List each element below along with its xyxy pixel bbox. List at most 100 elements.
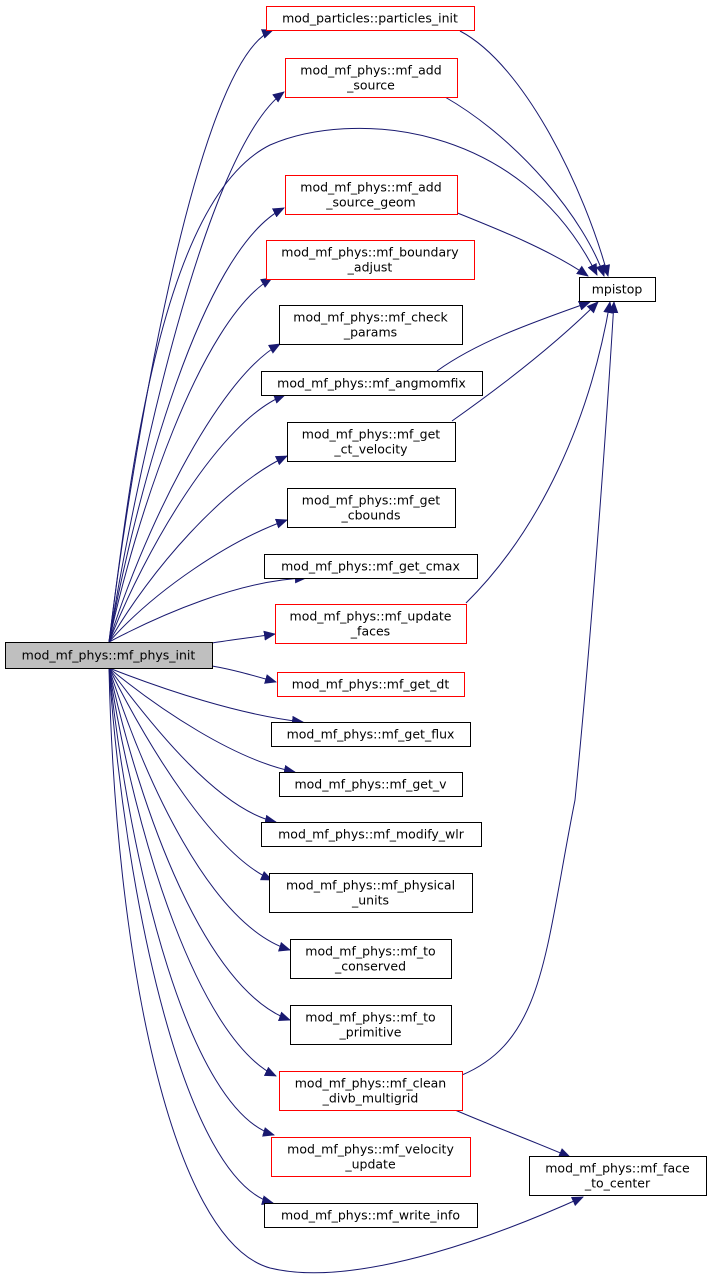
node-label: mod_mf_phys::mf_get_dt — [292, 677, 450, 692]
node-label: _source — [346, 78, 395, 93]
edge-root-to-mf_check_params — [108, 343, 281, 643]
node-label: mod_mf_phys::mf_clean — [295, 1076, 446, 1091]
edge-root-to-mf_face_to_center — [108, 667, 584, 1274]
node-label: mpistop — [592, 282, 643, 297]
node-label: _ct_velocity — [333, 442, 408, 457]
node-mf-to-primitive[interactable]: mod_mf_phys::mf_to_primitive — [290, 1005, 452, 1045]
edge-mf_angmomfix-to-mpistop — [436, 301, 591, 372]
node-box — [279, 772, 463, 797]
edge-mf_clean_divb_multigrid-to-mpistop — [461, 301, 619, 1076]
node-mf-get-cmax[interactable]: mod_mf_phys::mf_get_cmax — [264, 554, 478, 579]
node-mf-velocity-update[interactable]: mod_mf_phys::mf_velocity_update — [271, 1137, 471, 1177]
node-box — [285, 58, 458, 98]
node-mf-get-cbounds[interactable]: mod_mf_phys::mf_get_cbounds — [287, 488, 456, 528]
node-label: mod_mf_phys::mf_face — [545, 1161, 690, 1176]
node-label: mod_mf_phys::mf_boundary — [281, 245, 459, 260]
node-box — [290, 1005, 452, 1045]
node-label: _conserved — [334, 959, 406, 974]
node-root[interactable]: mod_mf_phys::mf_phys_init — [5, 642, 213, 669]
edge-root-to-mf_write_info — [108, 667, 274, 1206]
node-box — [290, 939, 452, 979]
edge-root-to-mf_velocity_update — [108, 667, 275, 1137]
node-mf-write-info[interactable]: mod_mf_phys::mf_write_info — [264, 1203, 478, 1228]
edge-mf_clean_divb_multigrid-to-mf_face_to_center — [454, 1109, 571, 1158]
node-label: _faces — [350, 624, 390, 639]
node-mf-modify-wlr[interactable]: mod_mf_phys::mf_modify_wlr — [261, 822, 482, 847]
edge-root-to-mpistop — [108, 127, 598, 643]
edge-root-to-mf_clean_divb_multigrid — [108, 667, 277, 1077]
node-label: _adjust — [347, 260, 393, 275]
node-mf-get-v[interactable]: mod_mf_phys::mf_get_v — [279, 772, 463, 797]
node-label: mod_mf_phys::mf_physical — [286, 878, 455, 893]
node-label: _cbounds — [341, 508, 401, 523]
node-mf-update-faces[interactable]: mod_mf_phys::mf_update_faces — [275, 604, 467, 644]
edge-root-to-mf_get_v — [108, 667, 296, 775]
edge-root-to-mf_to_conserved — [108, 667, 291, 952]
edge-mf_get_ct_velocity-to-mpistop — [451, 301, 599, 422]
edge-layer — [108, 29, 619, 1274]
node-label: mod_mf_phys::mf_modify_wlr — [278, 827, 465, 842]
node-box — [271, 722, 471, 747]
edge-root-to-mf_get_cbounds — [108, 518, 288, 643]
node-layer: mod_mf_phys::mf_phys_init mod_particles::… — [5, 6, 707, 1228]
edge-mf_update_faces-to-mpistop — [465, 301, 614, 604]
node-box — [287, 422, 456, 462]
node-mf-face-to-center[interactable]: mod_mf_phys::mf_face_to_center — [529, 1156, 707, 1196]
node-box — [266, 240, 475, 280]
node-label: mod_mf_phys::mf_get_v — [294, 777, 447, 792]
edge-root-to-mf_to_primitive — [108, 667, 291, 1022]
node-label: mod_mf_phys::mf_get — [302, 493, 440, 508]
node-mf-get-dt[interactable]: mod_mf_phys::mf_get_dt — [277, 672, 465, 697]
node-box — [275, 604, 467, 644]
node-mf-physical-units[interactable]: mod_mf_phys::mf_physical_units — [269, 873, 473, 913]
edge-root-to-mf_get_ct_velocity — [108, 455, 288, 643]
node-mf-add-source-geom[interactable]: mod_mf_phys::mf_add_source_geom — [285, 175, 458, 215]
node-mf-clean-divb-multigrid[interactable]: mod_mf_phys::mf_clean_divb_multigrid — [279, 1071, 463, 1111]
edge-root-to-mf_add_source_geom — [108, 207, 285, 643]
edge-root-to-particles_init — [108, 29, 274, 643]
node-mf-get-flux[interactable]: mod_mf_phys::mf_get_flux — [271, 722, 471, 747]
node-box — [269, 873, 473, 913]
node-mf-to-conserved[interactable]: mod_mf_phys::mf_to_conserved — [290, 939, 452, 979]
node-box — [261, 371, 483, 396]
node-label: mod_mf_phys::mf_phys_init — [22, 648, 196, 663]
node-mf-check-params[interactable]: mod_mf_phys::mf_check_params — [279, 305, 463, 345]
node-mpistop[interactable]: mpistop — [579, 277, 656, 302]
node-label: mod_particles::particles_init — [282, 11, 458, 26]
edge-root-to-mf_add_source — [108, 91, 285, 643]
edge-mf_add_source-to-mpistop — [444, 96, 606, 277]
node-label: mod_mf_phys::mf_check — [293, 310, 448, 325]
node-label: mod_mf_phys::mf_get_cmax — [281, 559, 460, 574]
node-box — [279, 305, 463, 345]
node-box — [261, 822, 482, 847]
node-label: mod_mf_phys::mf_to — [305, 1010, 435, 1025]
node-label: _primitive — [339, 1025, 402, 1040]
node-label: _units — [351, 893, 389, 908]
node-box — [579, 277, 656, 302]
node-box — [529, 1156, 707, 1196]
edge-root-to-mf_boundary_adjust — [108, 277, 273, 643]
node-particles-init[interactable]: mod_particles::particles_init — [266, 6, 475, 31]
node-label: mod_mf_phys::mf_update — [290, 609, 452, 624]
node-mf-get-ct-velocity[interactable]: mod_mf_phys::mf_get_ct_velocity — [287, 422, 456, 462]
node-box — [287, 488, 456, 528]
node-label: _to_center — [584, 1176, 651, 1191]
node-mf-add-source[interactable]: mod_mf_phys::mf_add_source — [285, 58, 458, 98]
node-label: _params — [343, 325, 397, 340]
node-mf-angmomfix[interactable]: mod_mf_phys::mf_angmomfix — [261, 371, 483, 396]
node-box — [285, 175, 458, 215]
edge-mf_add_source_geom-to-mpistop — [454, 211, 589, 277]
node-label: mod_mf_phys::mf_write_info — [281, 1208, 460, 1223]
edge-root-to-mf_angmomfix — [108, 394, 286, 643]
node-label: _source_geom — [325, 195, 415, 210]
node-label: mod_mf_phys::mf_to — [305, 944, 435, 959]
node-box — [279, 1071, 463, 1111]
node-box — [264, 554, 478, 579]
node-mf-boundary-adjust[interactable]: mod_mf_phys::mf_boundary_adjust — [266, 240, 475, 280]
edge-root-to-mf_physical_units — [108, 667, 273, 881]
node-box — [277, 672, 465, 697]
node-box — [266, 6, 475, 31]
edge-root-to-mf_get_cmax — [108, 573, 307, 643]
edge-particles_init-to-mpistop — [459, 30, 610, 277]
